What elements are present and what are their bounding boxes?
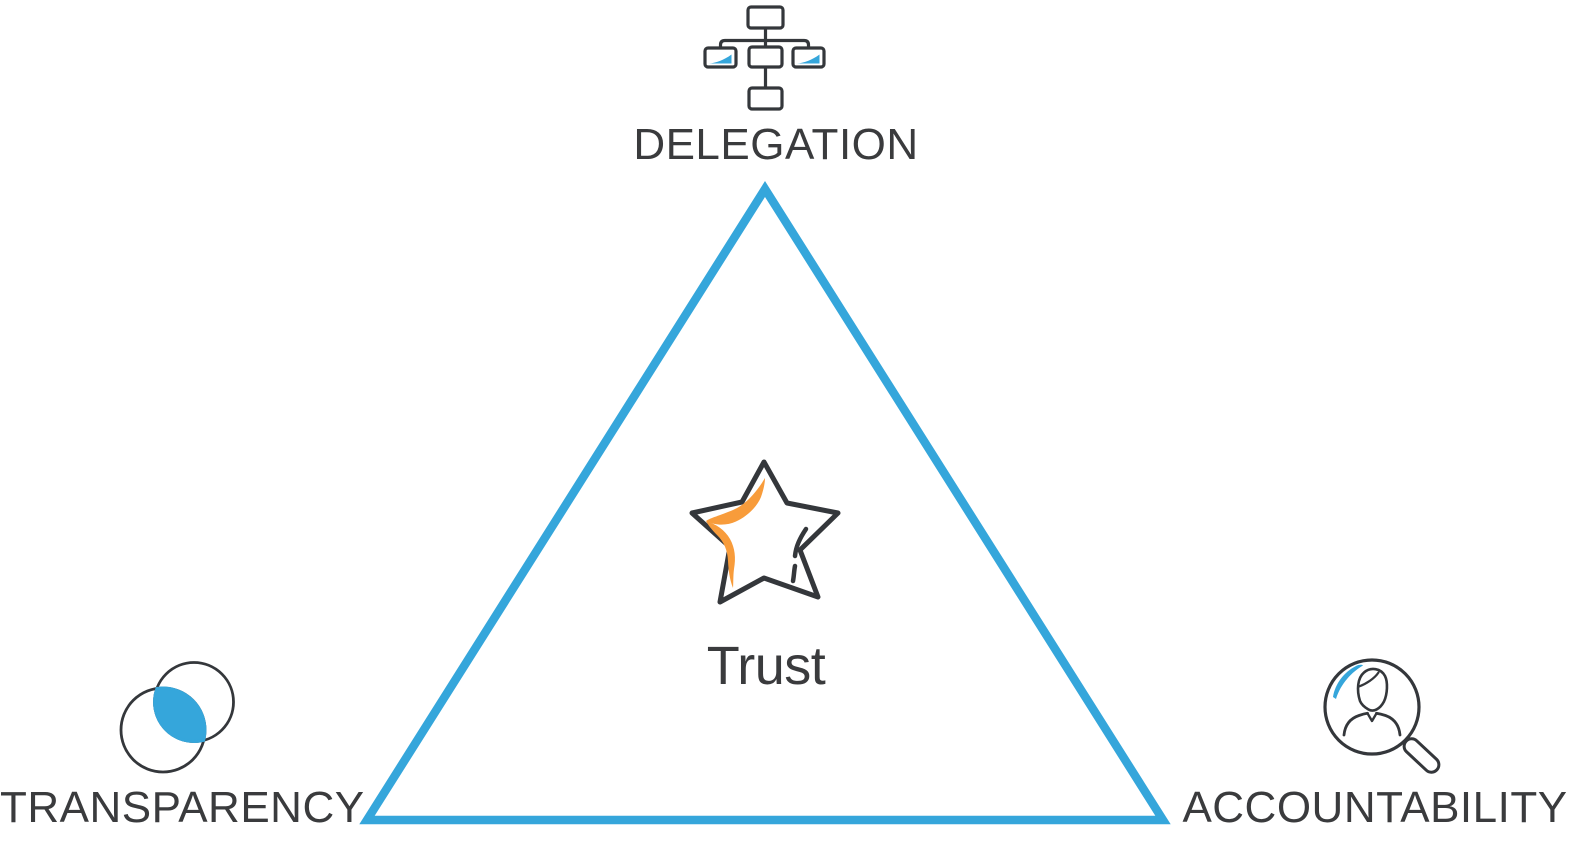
star-icon	[689, 459, 841, 605]
venn-overlap-icon	[119, 661, 235, 774]
center-label-trust: Trust	[706, 636, 826, 696]
vertex-label-transparency: TRANSPARENCY	[0, 783, 365, 832]
magnifier-person-icon	[1323, 658, 1441, 774]
org-chart-icon	[703, 5, 826, 111]
triangle-outline	[359, 181, 1171, 825]
vertex-label-accountability: ACCOUNTABILITY	[1182, 783, 1568, 832]
vertex-label-delegation: DELEGATION	[633, 120, 919, 169]
